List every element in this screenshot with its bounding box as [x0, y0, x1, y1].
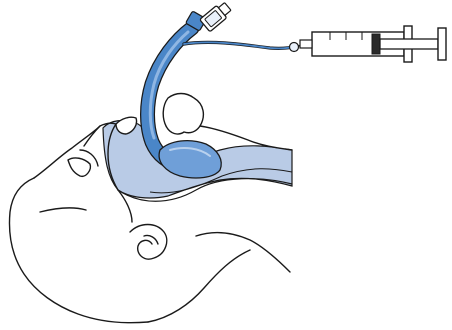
syringe-icon	[300, 26, 446, 62]
inflation-line-icon	[184, 42, 312, 51]
pilot-balloon-connector-icon	[200, 0, 233, 32]
